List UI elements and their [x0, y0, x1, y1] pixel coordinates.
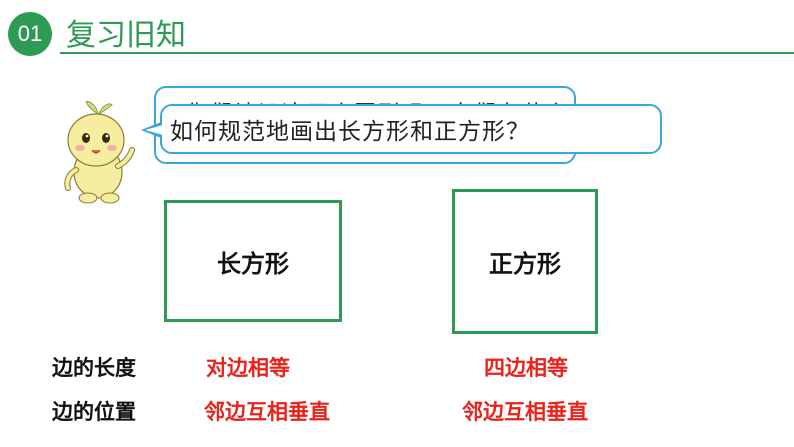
speech-bubble-tail-fill	[145, 125, 163, 135]
square-label: 正方形	[489, 244, 561, 279]
rectangle-side-length-value: 对边相等	[206, 352, 290, 382]
row-label-side-position: 边的位置	[52, 396, 136, 426]
row-label-side-length: 边的长度	[52, 352, 136, 382]
section-number-badge: 01	[8, 12, 52, 56]
square-side-length-value: 四边相等	[484, 352, 568, 382]
speech-question-text: 如何规范地画出长方形和正方形？	[170, 112, 530, 146]
rectangle-shape: 长方形	[164, 200, 342, 322]
rectangle-side-position-value: 邻边互相垂直	[204, 396, 330, 426]
square-shape: 正方形	[452, 189, 598, 334]
page-title: 复习旧知	[66, 10, 186, 54]
rectangle-label: 长方形	[217, 244, 289, 279]
speech-bubble-front: 如何规范地画出长方形和正方形？	[160, 104, 662, 154]
square-side-position-value: 邻边互相垂直	[462, 396, 588, 426]
mascot-character-icon	[58, 96, 150, 206]
header-divider	[60, 52, 794, 54]
